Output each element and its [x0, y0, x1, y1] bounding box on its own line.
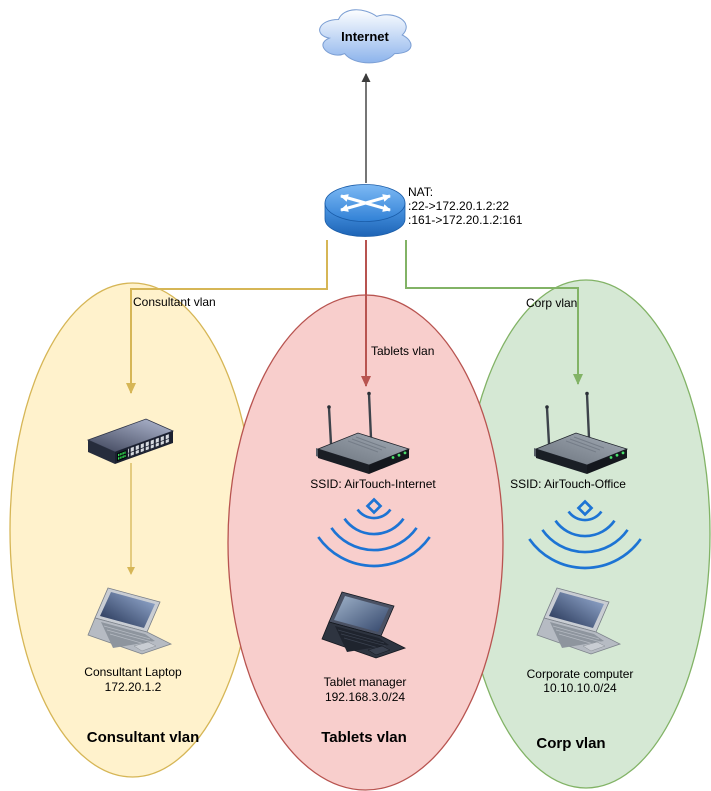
tablets-vlan-title: Tablets vlan [321, 729, 407, 746]
consultant-laptop-icon [87, 587, 173, 655]
wifi-signal-office-icon [528, 499, 642, 570]
consultant-vlan-link [126, 240, 328, 394]
access-point-office-icon [534, 391, 629, 474]
tablets-vlan-tag: Tablets vlan [371, 344, 435, 358]
access-point-internet-icon [316, 391, 411, 474]
consultant-vlan-zone [9, 282, 256, 778]
router-icon [324, 184, 406, 237]
corporate-computer-icon [536, 587, 622, 655]
nat-rule-snmp: :161->172.20.1.2:161 [408, 213, 523, 227]
consultant-vlan-title: Consultant vlan [86, 729, 200, 746]
consultant-vlan-tag: Consultant vlan [133, 295, 216, 309]
tablet-manager-address: 192.168.3.0/24 [324, 690, 406, 704]
corp-vlan-title: Corp vlan [536, 735, 606, 752]
consultant-laptop-address: 172.20.1.2 [104, 680, 162, 694]
consultant-laptop-label: Consultant Laptop [84, 665, 182, 679]
tablet-manager-label: Tablet manager [323, 675, 407, 689]
nat-rule-ssh: :22->172.20.1.2:22 [408, 199, 510, 213]
switch-icon [86, 418, 175, 464]
tablet-manager-laptop-icon [321, 591, 407, 659]
nat-title: NAT: [408, 185, 434, 199]
corporate-computer-address: 10.10.10.0/24 [543, 681, 617, 695]
ssid-office-label: SSID: AirTouch-Office [510, 477, 626, 491]
corp-vlan-tag: Corp vlan [526, 296, 578, 310]
internet-label: Internet [341, 29, 389, 44]
ssid-internet-label: SSID: AirTouch-Internet [310, 477, 436, 491]
corporate-computer-label: Corporate computer [526, 667, 634, 681]
router-arrows-glyph [340, 194, 391, 212]
wifi-signal-internet-icon [317, 497, 431, 568]
internet-cloud-icon [319, 9, 412, 64]
nat-label: NAT: :22->172.20.1.2:22 :161->172.20.1.2… [408, 185, 522, 227]
corp-vlan-link [405, 240, 583, 385]
